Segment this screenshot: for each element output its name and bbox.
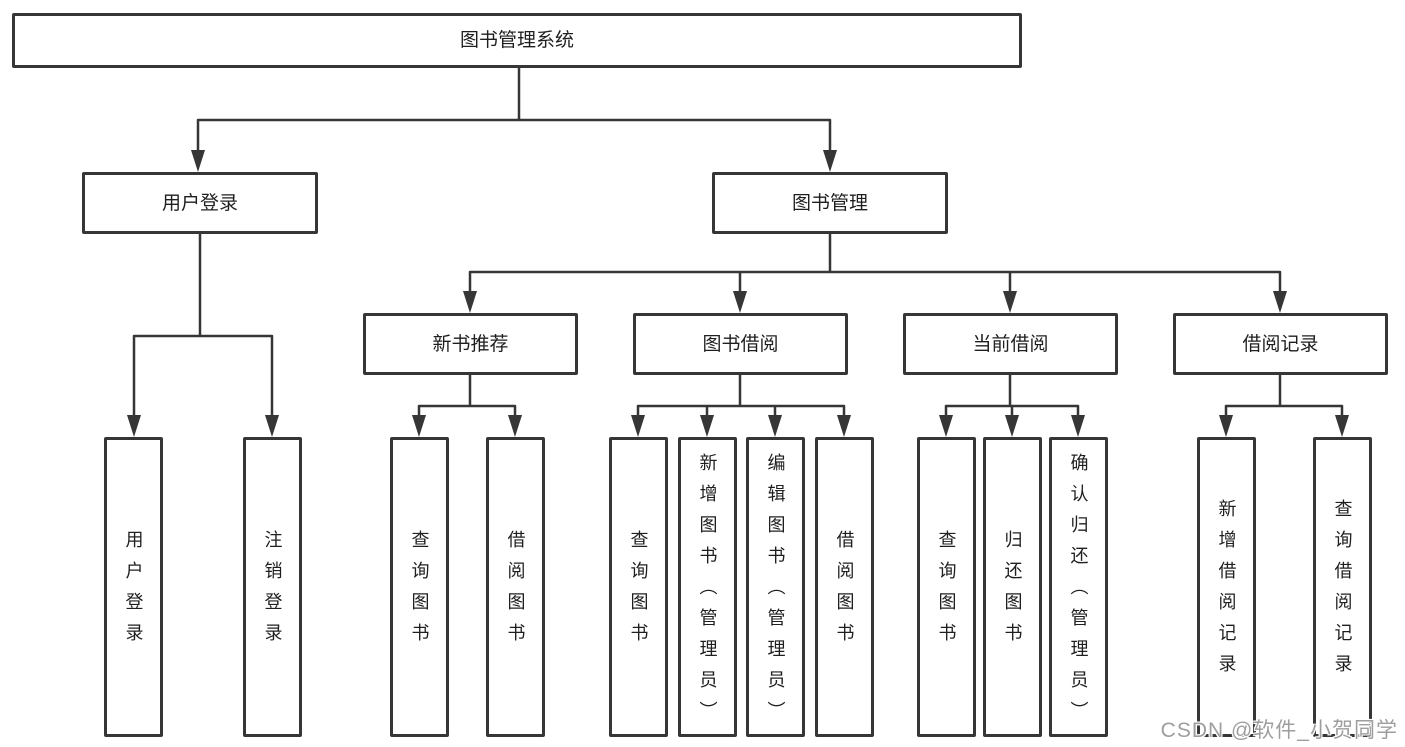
leaf-confirm-return-admin-label: 确认归还（管理员） bbox=[1068, 452, 1089, 732]
leaf-add-borrow-record-label: 新增借阅记录 bbox=[1216, 499, 1237, 685]
leaf-borrow-books-recommend: 借阅图书 bbox=[486, 437, 545, 737]
leaf-logout-label: 注销登录 bbox=[262, 530, 283, 654]
arrowhead bbox=[1335, 415, 1349, 437]
edge-recommend-branch bbox=[417, 404, 517, 418]
leaf-logout: 注销登录 bbox=[243, 437, 302, 737]
arrowhead bbox=[127, 415, 141, 437]
arrowhead bbox=[191, 150, 205, 172]
leaf-edit-book-admin-label: 编辑图书（管理员） bbox=[765, 452, 786, 732]
leaf-borrow-books-label: 借阅图书 bbox=[834, 530, 855, 654]
node-book-management: 图书管理 bbox=[712, 172, 948, 234]
leaf-edit-book-admin: 编辑图书（管理员） bbox=[746, 437, 805, 737]
node-book-borrow-label: 图书借阅 bbox=[702, 333, 779, 355]
arrowhead bbox=[265, 415, 279, 437]
leaf-user-login-label: 用户登录 bbox=[123, 530, 144, 654]
edge-mgmt-branch bbox=[468, 270, 1282, 295]
leaf-return-book-label: 归还图书 bbox=[1002, 530, 1023, 654]
leaf-user-login: 用户登录 bbox=[104, 437, 163, 737]
node-new-book-recommend-label: 新书推荐 bbox=[432, 333, 509, 355]
node-user-login-label: 用户登录 bbox=[161, 192, 238, 214]
leaf-query-books-borrow-label: 查询图书 bbox=[628, 530, 649, 654]
arrowhead bbox=[837, 415, 851, 437]
leaf-confirm-return-admin: 确认归还（管理员） bbox=[1049, 437, 1108, 737]
leaf-query-books-recommend-label: 查询图书 bbox=[409, 530, 430, 654]
arrowhead bbox=[631, 415, 645, 437]
arrowhead bbox=[1273, 291, 1287, 313]
leaf-add-book-admin: 新增图书（管理员） bbox=[678, 437, 737, 737]
arrowhead bbox=[508, 415, 522, 437]
arrowhead bbox=[823, 150, 837, 172]
arrowhead bbox=[1003, 291, 1017, 313]
edge-login-branch bbox=[132, 334, 274, 418]
arrowhead bbox=[1219, 415, 1233, 437]
arrowhead bbox=[1071, 415, 1085, 437]
leaf-query-books-borrow: 查询图书 bbox=[609, 437, 668, 737]
leaf-query-books-recommend: 查询图书 bbox=[390, 437, 449, 737]
node-borrow-records: 借阅记录 bbox=[1173, 313, 1388, 375]
node-book-borrow: 图书借阅 bbox=[633, 313, 848, 375]
arrowhead bbox=[700, 415, 714, 437]
arrowhead bbox=[412, 415, 426, 437]
arrowhead bbox=[939, 415, 953, 437]
arrowhead bbox=[733, 291, 747, 313]
leaf-query-books-current-label: 查询图书 bbox=[936, 530, 957, 654]
leaf-borrow-books-recommend-label: 借阅图书 bbox=[505, 530, 526, 654]
leaf-add-borrow-record: 新增借阅记录 bbox=[1197, 437, 1256, 737]
node-current-borrow: 当前借阅 bbox=[903, 313, 1118, 375]
leaf-return-book: 归还图书 bbox=[983, 437, 1042, 737]
leaf-borrow-books: 借阅图书 bbox=[815, 437, 874, 737]
tree-edges bbox=[132, 68, 1344, 418]
leaf-query-borrow-record-label: 查询借阅记录 bbox=[1332, 499, 1353, 685]
node-new-book-recommend: 新书推荐 bbox=[363, 313, 578, 375]
node-root-label: 图书管理系统 bbox=[459, 30, 574, 51]
node-borrow-records-label: 借阅记录 bbox=[1242, 333, 1319, 355]
arrowhead bbox=[768, 415, 782, 437]
leaf-query-borrow-record: 查询借阅记录 bbox=[1313, 437, 1372, 737]
leaf-add-book-admin-label: 新增图书（管理员） bbox=[697, 452, 718, 732]
edge-records-branch bbox=[1224, 404, 1344, 418]
arrowheads bbox=[127, 150, 1349, 437]
node-user-login: 用户登录 bbox=[82, 172, 318, 234]
edge-borrow-branch bbox=[636, 404, 846, 418]
leaf-query-books-current: 查询图书 bbox=[917, 437, 976, 737]
watermark-text: CSDN @软件_小贺同学 bbox=[1160, 719, 1398, 742]
node-root: 图书管理系统 bbox=[12, 13, 1022, 68]
node-current-borrow-label: 当前借阅 bbox=[972, 333, 1049, 355]
node-book-management-label: 图书管理 bbox=[791, 192, 868, 214]
arrowhead bbox=[1005, 415, 1019, 437]
edge-root-branch bbox=[196, 118, 832, 154]
arrowhead bbox=[463, 291, 477, 313]
